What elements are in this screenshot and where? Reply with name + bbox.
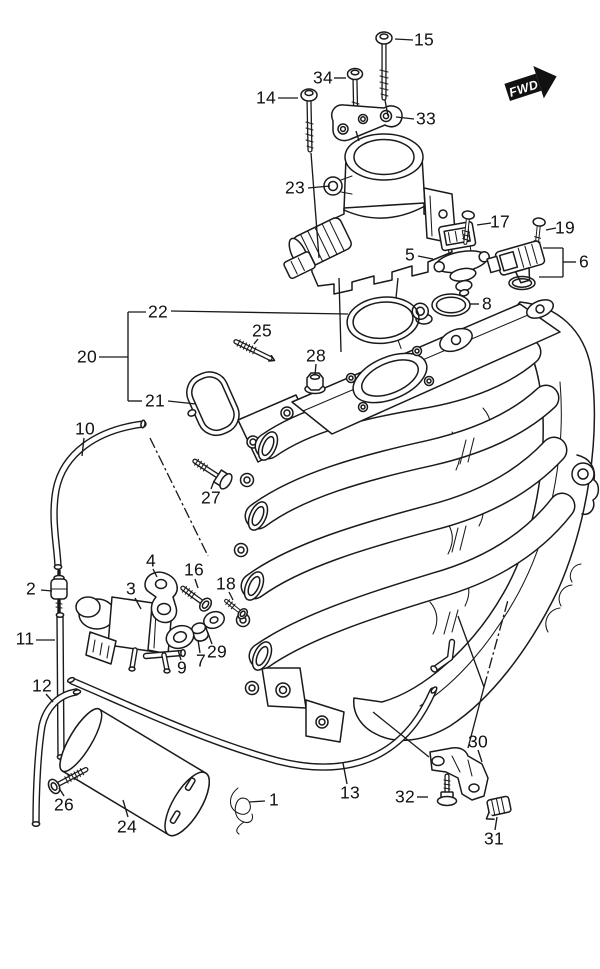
callout-12[interactable]: 12 [31, 675, 53, 696]
grommet-9-drawing [165, 624, 195, 650]
callout-22[interactable]: 22 [147, 301, 169, 322]
callout-4[interactable]: 4 [145, 550, 157, 571]
callout-28[interactable]: 28 [305, 345, 327, 366]
callout-15[interactable]: 15 [413, 29, 435, 50]
intake-manifold-drawing [233, 299, 600, 743]
callout-31[interactable]: 31 [483, 828, 505, 849]
callout-33[interactable]: 33 [415, 108, 437, 129]
callout-18[interactable]: 18 [215, 573, 237, 594]
callout-30[interactable]: 30 [467, 731, 489, 752]
check-valve-2-drawing [50, 569, 68, 614]
callout-2[interactable]: 2 [25, 578, 37, 599]
callout-6[interactable]: 6 [578, 251, 590, 272]
throttle-port-boss [352, 352, 428, 404]
bolt-26-drawing [47, 766, 89, 795]
hose-11-drawing [55, 611, 66, 761]
o-ring-8-drawing [415, 293, 471, 325]
canister-24-drawing [59, 707, 210, 837]
callout-27[interactable]: 27 [200, 487, 222, 508]
bolt-14-drawing [300, 88, 318, 153]
hose-10-drawing [50, 419, 147, 571]
clip-1-drawing [229, 787, 254, 835]
callout-14[interactable]: 14 [255, 87, 277, 108]
clamp-31-drawing [485, 795, 512, 820]
callout-32[interactable]: 32 [394, 786, 416, 807]
callout-23[interactable]: 23 [284, 177, 306, 198]
nut-28-drawing [304, 372, 326, 395]
callout-3[interactable]: 3 [125, 578, 137, 599]
bracket-4-drawing [144, 571, 178, 624]
callout-24[interactable]: 24 [116, 816, 138, 837]
callout-8[interactable]: 8 [481, 293, 493, 314]
throttle-body-drawing [283, 133, 457, 295]
callout-11[interactable]: 11 [15, 628, 35, 649]
stud-25-drawing [233, 339, 276, 362]
callout-7[interactable]: 7 [195, 650, 207, 671]
bolt-27-drawing [192, 458, 233, 490]
callout-13[interactable]: 13 [339, 782, 361, 803]
callout-29[interactable]: 29 [206, 641, 228, 662]
fwd-arrow: FWD [504, 66, 557, 101]
callout-9[interactable]: 9 [176, 657, 188, 678]
callout-10[interactable]: 10 [74, 418, 96, 439]
collar-7-drawing [191, 622, 209, 642]
washer-29-drawing [203, 610, 225, 630]
callout-5[interactable]: 5 [404, 244, 416, 265]
callout-19[interactable]: 19 [554, 217, 576, 238]
callout-1[interactable]: 1 [268, 789, 280, 810]
gasket-22-drawing [346, 296, 430, 350]
bracket-30-drawing [429, 747, 489, 801]
bolt-32-drawing [436, 773, 458, 807]
callout-17[interactable]: 17 [489, 211, 511, 232]
hose-12-drawing [31, 688, 82, 828]
sensor-6-drawing [486, 240, 546, 291]
fwd-arrow-label: FWD [507, 77, 540, 100]
bolt-16-drawing [180, 585, 213, 612]
screw-17-drawing [461, 210, 475, 245]
callout-20[interactable]: 20 [76, 346, 98, 367]
screw-18-drawing [224, 598, 249, 620]
bolt-15-drawing [375, 31, 393, 101]
callout-26[interactable]: 26 [53, 794, 75, 815]
callout-21[interactable]: 21 [144, 390, 166, 411]
gasket-21-drawing [186, 371, 240, 437]
callout-34[interactable]: 34 [312, 67, 334, 88]
callout-16[interactable]: 16 [183, 559, 205, 580]
callout-25[interactable]: 25 [251, 320, 273, 341]
